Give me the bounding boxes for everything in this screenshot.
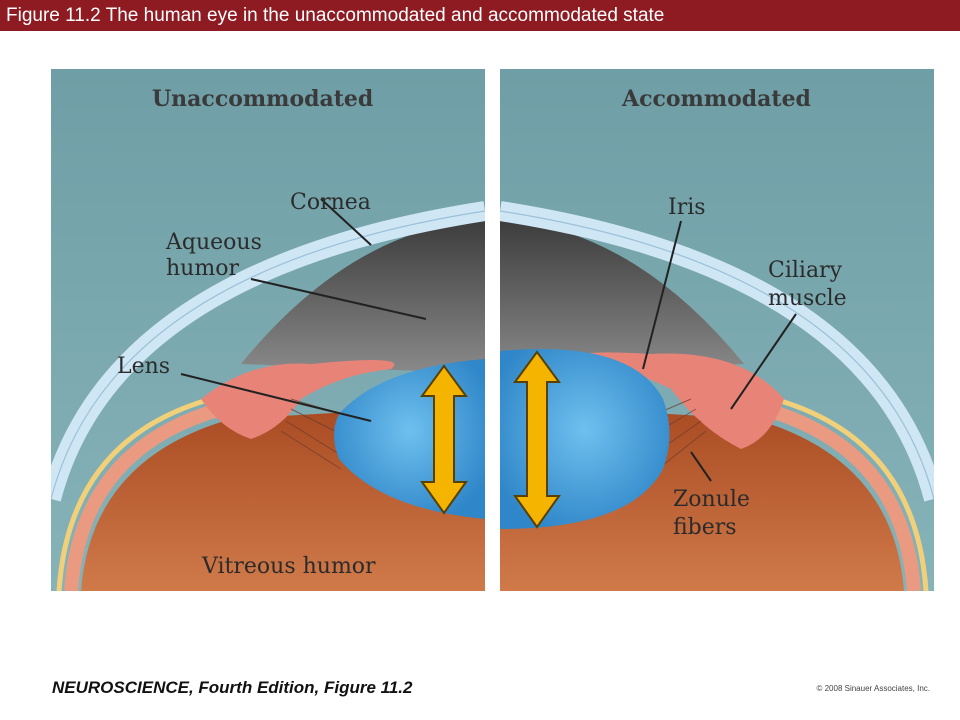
- eye-diagram: Unaccommodated Accommodated Cornea Aqueo…: [51, 69, 934, 591]
- zonule-label-line1: Zonule: [673, 487, 750, 512]
- accommodated-title: Accommodated: [621, 86, 811, 112]
- book-citation: NEUROSCIENCE, Fourth Edition, Figure 11.…: [52, 678, 413, 697]
- zonule-label-line2: fibers: [673, 515, 737, 540]
- aqueous-pointer-line: [250, 278, 427, 320]
- lens-thickness-arrow-left: [420, 364, 468, 515]
- unaccommodated-title: Unaccommodated: [152, 86, 373, 112]
- ciliary-label-line1: Ciliary: [768, 258, 843, 283]
- ciliary-body: [201, 360, 395, 439]
- iris-pointer-line: [642, 220, 682, 370]
- lens-thickness-arrow-right: [513, 350, 561, 529]
- ciliary-label-line2: muscle: [768, 286, 847, 311]
- title-bar: Figure 11.2 The human eye in the unaccom…: [0, 0, 960, 31]
- zonule-pointer-line: [690, 451, 712, 482]
- lens-label: Lens: [117, 354, 170, 379]
- vitreous-label: Vitreous humor: [201, 554, 376, 579]
- aqueous-label-line1: Aqueous: [165, 230, 262, 255]
- eye-diagram-svg: Unaccommodated Accommodated Cornea Aqueo…: [51, 69, 934, 591]
- aqueous-label-line2: humor: [166, 256, 239, 281]
- copyright-notice: © 2008 Sinauer Associates, Inc.: [816, 684, 930, 693]
- figure-title: Figure 11.2 The human eye in the unaccom…: [6, 5, 665, 26]
- accommodated-panel: [500, 69, 934, 591]
- lens-pointer-line: [180, 373, 372, 422]
- iris-label: Iris: [668, 195, 706, 220]
- ciliary-pointer-line: [730, 313, 797, 410]
- aqueous-humor: [241, 219, 485, 374]
- aqueous-humor-right: [500, 219, 744, 374]
- cornea-pointer-line: [320, 198, 372, 246]
- panel-divider: [485, 69, 500, 591]
- cornea-label: Cornea: [290, 190, 371, 215]
- ciliary-muscle: [579, 352, 784, 449]
- unaccommodated-panel: [51, 69, 485, 591]
